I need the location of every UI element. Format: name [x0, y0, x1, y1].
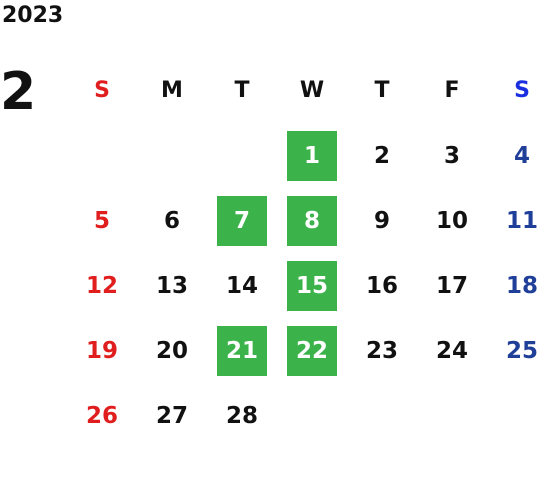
day-cell[interactable]: 11 [487, 188, 548, 253]
day-cell[interactable]: 1 [277, 123, 347, 188]
day-number-24: 24 [435, 337, 468, 364]
day-cell[interactable]: 4 [487, 123, 548, 188]
month-number: 2 [0, 62, 37, 122]
day-number-15: 15 [287, 260, 337, 311]
day-cell[interactable]: 21 [207, 318, 277, 383]
day-number-16: 16 [365, 272, 398, 299]
day-number-19: 19 [85, 337, 118, 364]
day-number-10: 10 [435, 207, 468, 234]
day-number-3: 3 [443, 142, 460, 169]
day-cell[interactable]: 8 [277, 188, 347, 253]
day-cell[interactable]: 17 [417, 253, 487, 318]
day-cell[interactable]: 22 [277, 318, 347, 383]
day-number-27: 27 [155, 402, 188, 429]
day-number-14: 14 [225, 272, 258, 299]
day-number-8: 8 [287, 195, 337, 246]
day-cell[interactable]: 2 [347, 123, 417, 188]
day-number-21: 21 [217, 325, 267, 376]
weekday-header-mon: M [161, 78, 183, 103]
day-cell[interactable]: 20 [137, 318, 207, 383]
empty-cell [207, 123, 277, 188]
day-number-7: 7 [217, 195, 267, 246]
day-number-18: 18 [505, 272, 538, 299]
day-cell[interactable]: 6 [137, 188, 207, 253]
day-number-22: 22 [287, 325, 337, 376]
weekday-header-sat: S [514, 78, 530, 103]
day-cell[interactable]: 28 [207, 383, 277, 448]
day-number-17: 17 [435, 272, 468, 299]
day-number-23: 23 [365, 337, 398, 364]
day-cell[interactable]: 19 [67, 318, 137, 383]
day-number-13: 13 [155, 272, 188, 299]
day-cell[interactable]: 3 [417, 123, 487, 188]
day-number-20: 20 [155, 337, 188, 364]
weekday-header-tue: T [234, 78, 250, 103]
day-number-2: 2 [373, 142, 390, 169]
day-number-28: 28 [225, 402, 258, 429]
day-number-26: 26 [85, 402, 118, 429]
day-number-9: 9 [373, 207, 390, 234]
day-cell[interactable]: 14 [207, 253, 277, 318]
day-cell[interactable]: 26 [67, 383, 137, 448]
day-cell[interactable]: 15 [277, 253, 347, 318]
weekday-header-thu: T [374, 78, 390, 103]
day-cell[interactable]: 16 [347, 253, 417, 318]
day-number-4: 4 [513, 142, 530, 169]
empty-cell [67, 123, 137, 188]
year-label: 2023 [2, 3, 64, 28]
day-number-25: 25 [505, 337, 538, 364]
day-cell[interactable]: 7 [207, 188, 277, 253]
day-cell[interactable]: 5 [67, 188, 137, 253]
day-cell[interactable]: 12 [67, 253, 137, 318]
weekday-header-sun: S [94, 78, 110, 103]
weekday-header-wed: W [299, 78, 325, 103]
day-number-12: 12 [85, 272, 118, 299]
day-cell[interactable]: 24 [417, 318, 487, 383]
day-cell[interactable]: 25 [487, 318, 548, 383]
day-cell[interactable]: 18 [487, 253, 548, 318]
day-number-5: 5 [93, 207, 110, 234]
day-cell[interactable]: 13 [137, 253, 207, 318]
day-cell[interactable]: 27 [137, 383, 207, 448]
day-number-6: 6 [163, 207, 180, 234]
weekday-header-fri: F [444, 78, 460, 103]
empty-cell [137, 123, 207, 188]
day-number-11: 11 [505, 207, 538, 234]
day-cell[interactable]: 9 [347, 188, 417, 253]
day-cell[interactable]: 23 [347, 318, 417, 383]
day-cell[interactable]: 10 [417, 188, 487, 253]
day-number-1: 1 [287, 130, 337, 181]
